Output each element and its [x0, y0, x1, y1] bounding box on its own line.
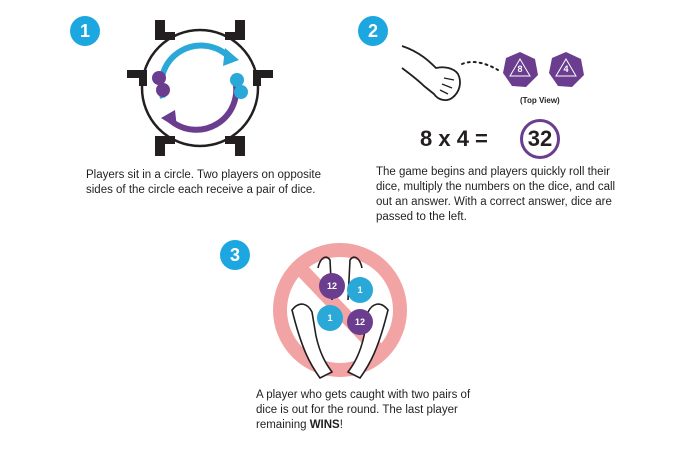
die-2-value: 4: [563, 64, 568, 74]
d20-die-icon: [347, 277, 373, 303]
throwing-hand-illustration: [401, 45, 499, 101]
rotation-arrow-purple: [168, 79, 240, 133]
d20-die-icon: [347, 309, 373, 335]
step-3-badge: 3: [220, 240, 250, 270]
die-1-value: 8: [517, 64, 522, 74]
step-3-caption-text: A player who gets caught with two pairs …: [256, 389, 471, 431]
hand-die-value: 1: [327, 313, 332, 323]
die-icon: [230, 73, 244, 87]
equation-answer: 32: [520, 119, 560, 159]
d20-die-icon: [319, 273, 345, 299]
step-3-caption-wins: WINS: [309, 419, 340, 431]
hand-die-value: 12: [327, 281, 337, 291]
step-3-caption-end: !: [339, 419, 343, 431]
top-view-label: (Top View): [520, 96, 560, 105]
d20-die-icon: [549, 52, 584, 87]
d20-die-icon: [317, 305, 343, 331]
hand-die-value: 1: [357, 285, 362, 295]
dice-top-view: 8 4: [503, 52, 584, 87]
equation-left: 8 x 4 =: [420, 126, 488, 151]
chair-icons: [127, 20, 273, 156]
rotation-arrow-blue: [158, 42, 233, 99]
hand-die-value: 12: [355, 317, 365, 327]
step-3-caption: A player who gets caught with two pairs …: [256, 388, 476, 433]
die-icon: [234, 85, 248, 99]
no-sign: [273, 243, 407, 377]
step-1-caption: Players sit in a circle. Two players on …: [86, 169, 322, 196]
step-2-caption: The game begins and players quickly roll…: [376, 166, 616, 223]
table-circle: [140, 28, 260, 148]
step-2-badge: 2: [358, 16, 388, 46]
die-icon: [156, 83, 170, 97]
die-icon: [152, 71, 166, 85]
d20-die-icon: [503, 52, 538, 87]
step-1-badge: 1: [70, 16, 100, 46]
throw-path: [461, 61, 499, 71]
players-circle-illustration: [127, 20, 273, 156]
hands-with-dice-illustration: 12 1 1 12: [273, 243, 407, 380]
